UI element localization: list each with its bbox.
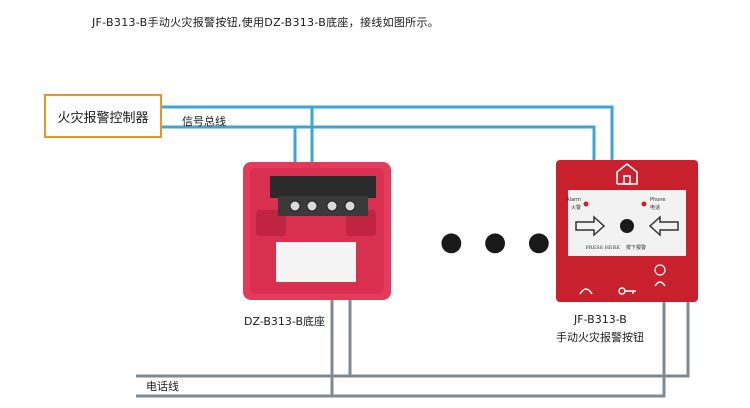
fire-alarm-controller: 火灾报警控制器 (44, 94, 162, 138)
reset-icon (579, 288, 593, 295)
press-point (620, 219, 634, 233)
base-label: DZ-B313-B底座 (244, 315, 326, 328)
base-device (243, 162, 391, 300)
certification-mark-icon (654, 264, 666, 276)
more-devices-ellipsis: ● ● ● (440, 227, 557, 257)
button-name-label: 手动火灾报警按钮 (556, 331, 644, 344)
terminal-3 (326, 200, 338, 212)
phone-wire-a (136, 290, 690, 378)
alarm-led (583, 201, 589, 207)
controller-label: 火灾报警控制器 (57, 110, 149, 126)
key-icon (618, 287, 636, 295)
phone-led (641, 201, 647, 207)
house-fire-icon (616, 163, 638, 185)
press-here-label: PRESS HERE (585, 245, 620, 251)
phone-jack-icon (654, 281, 666, 287)
alarm-button-device (556, 160, 698, 302)
signal-bus-label: 信号总线 (182, 115, 226, 128)
terminal-4 (344, 200, 356, 212)
press-cn-label: 按下报警 (626, 244, 646, 251)
terminal-1 (289, 200, 301, 212)
signal-wire-b (162, 125, 596, 160)
terminal-2 (306, 200, 318, 212)
button-model-label: JF-B313-B (574, 313, 627, 326)
alarm-cn-label: 火警 (571, 204, 581, 211)
arrow-right-icon (575, 215, 606, 237)
phone-wire-b (136, 290, 666, 398)
arrow-left-icon (648, 215, 679, 237)
diagram-caption: JF-B313-B手动火灾报警按钮,使用DZ-B313-B底座，接线如图所示。 (92, 16, 440, 29)
signal-wire-a (162, 105, 614, 160)
alarm-en-label: Alarm (566, 197, 581, 203)
phone-en-label: Phone (650, 197, 666, 203)
phone-cn-label: 电话 (650, 204, 660, 211)
phone-line-label: 电话线 (146, 380, 179, 393)
